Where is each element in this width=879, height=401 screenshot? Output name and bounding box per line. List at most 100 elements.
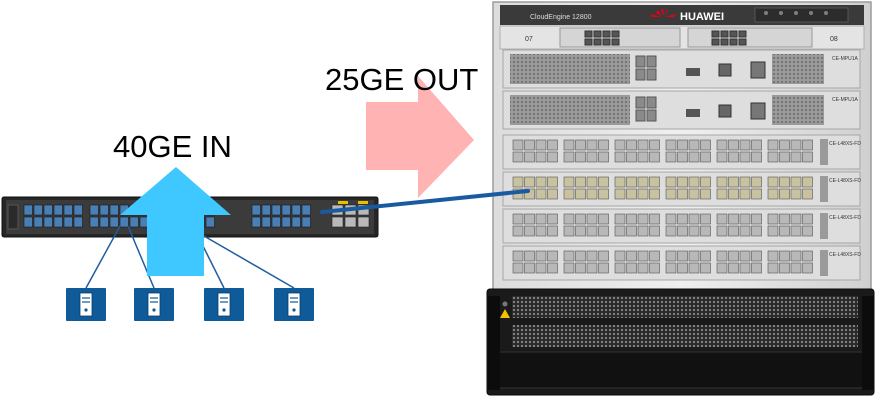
sfp-port[interactable]	[700, 213, 711, 225]
sfp-port[interactable]	[700, 151, 711, 163]
sfp-port[interactable]	[751, 139, 762, 151]
sfp-port[interactable]	[767, 139, 779, 151]
sfp-port[interactable]	[626, 262, 637, 274]
sfp-port[interactable]	[535, 139, 547, 151]
ethernet-port[interactable]	[750, 61, 766, 79]
sfp-port[interactable]	[716, 188, 728, 200]
sfp-port[interactable]	[535, 250, 547, 262]
sfp-port[interactable]	[637, 250, 649, 262]
sfp-port[interactable]	[767, 188, 779, 200]
sfp-port[interactable]	[790, 213, 802, 225]
fabric-port[interactable]	[729, 38, 738, 46]
server-node[interactable]	[204, 288, 244, 321]
sfp-port[interactable]	[637, 188, 649, 200]
sfp-port[interactable]	[779, 250, 790, 262]
sfp-port[interactable]	[598, 188, 609, 200]
sfp-port[interactable]	[728, 139, 739, 151]
sfp-port[interactable]	[512, 151, 524, 163]
sfp-port[interactable]	[575, 225, 586, 237]
sfp-port[interactable]	[700, 262, 711, 274]
access-port[interactable]	[43, 216, 53, 228]
uplink-port[interactable]	[357, 216, 370, 228]
sfp-port[interactable]	[802, 225, 813, 237]
fabric-port[interactable]	[711, 38, 720, 46]
sfp-port[interactable]	[626, 250, 637, 262]
sfp-port[interactable]	[700, 176, 711, 188]
access-port[interactable]	[33, 216, 43, 228]
sfp-port[interactable]	[649, 225, 660, 237]
sfp-port[interactable]	[751, 250, 762, 262]
mgmt-port[interactable]	[635, 55, 646, 68]
sfp-port[interactable]	[575, 176, 586, 188]
sfp-port[interactable]	[563, 250, 575, 262]
sfp-port[interactable]	[598, 213, 609, 225]
access-port[interactable]	[261, 204, 271, 216]
uplink-port[interactable]	[344, 216, 357, 228]
sfp-port[interactable]	[586, 262, 598, 274]
sfp-port[interactable]	[767, 225, 779, 237]
sfp-port[interactable]	[547, 139, 558, 151]
sfp-port[interactable]	[614, 225, 626, 237]
sfp-port[interactable]	[586, 139, 598, 151]
access-port[interactable]	[43, 204, 53, 216]
sfp-port[interactable]	[575, 213, 586, 225]
sfp-port[interactable]	[700, 188, 711, 200]
sfp-port[interactable]	[739, 151, 751, 163]
sfp-port[interactable]	[586, 250, 598, 262]
sfp-port[interactable]	[779, 262, 790, 274]
sfp-port[interactable]	[779, 176, 790, 188]
sfp-port[interactable]	[512, 250, 524, 262]
sfp-port[interactable]	[535, 213, 547, 225]
sfp-port[interactable]	[586, 213, 598, 225]
access-port[interactable]	[301, 216, 311, 228]
sfp-port[interactable]	[563, 151, 575, 163]
sfp-port[interactable]	[637, 176, 649, 188]
sfp-port[interactable]	[586, 176, 598, 188]
access-port[interactable]	[281, 204, 291, 216]
ethernet-port[interactable]	[750, 102, 766, 120]
access-port[interactable]	[99, 216, 109, 228]
sfp-port[interactable]	[790, 151, 802, 163]
sfp-port[interactable]	[649, 151, 660, 163]
sfp-port[interactable]	[649, 213, 660, 225]
sfp-port[interactable]	[614, 250, 626, 262]
sfp-port[interactable]	[547, 213, 558, 225]
sfp-port[interactable]	[728, 262, 739, 274]
sfp-port[interactable]	[586, 225, 598, 237]
card-ejector[interactable]	[820, 250, 828, 276]
access-port[interactable]	[89, 204, 99, 216]
sfp-port[interactable]	[512, 139, 524, 151]
sfp-port[interactable]	[524, 176, 535, 188]
sfp-port[interactable]	[790, 250, 802, 262]
usb-port[interactable]	[686, 109, 700, 117]
sfp-port[interactable]	[790, 139, 802, 151]
fabric-port[interactable]	[593, 30, 602, 38]
sfp-port[interactable]	[739, 213, 751, 225]
sfp-port[interactable]	[779, 213, 790, 225]
sfp-port[interactable]	[665, 139, 677, 151]
sfp-port[interactable]	[598, 225, 609, 237]
sfp-port[interactable]	[751, 213, 762, 225]
sfp-port[interactable]	[751, 151, 762, 163]
fabric-port[interactable]	[602, 38, 611, 46]
server-node[interactable]	[134, 288, 174, 321]
sfp-port[interactable]	[586, 188, 598, 200]
sfp-port[interactable]	[637, 151, 649, 163]
sfp-port[interactable]	[677, 262, 688, 274]
mgmt-port[interactable]	[635, 68, 646, 81]
sfp-port[interactable]	[563, 262, 575, 274]
access-port[interactable]	[53, 216, 63, 228]
sfp-port[interactable]	[575, 262, 586, 274]
sfp-port[interactable]	[563, 213, 575, 225]
sfp-port[interactable]	[547, 188, 558, 200]
sfp-port[interactable]	[665, 151, 677, 163]
sfp-port[interactable]	[575, 139, 586, 151]
sfp-port[interactable]	[512, 262, 524, 274]
sfp-port[interactable]	[779, 188, 790, 200]
sfp-port[interactable]	[649, 176, 660, 188]
sfp-port[interactable]	[637, 262, 649, 274]
sfp-port[interactable]	[524, 250, 535, 262]
access-port[interactable]	[99, 204, 109, 216]
sfp-port[interactable]	[790, 225, 802, 237]
access-port[interactable]	[301, 204, 311, 216]
